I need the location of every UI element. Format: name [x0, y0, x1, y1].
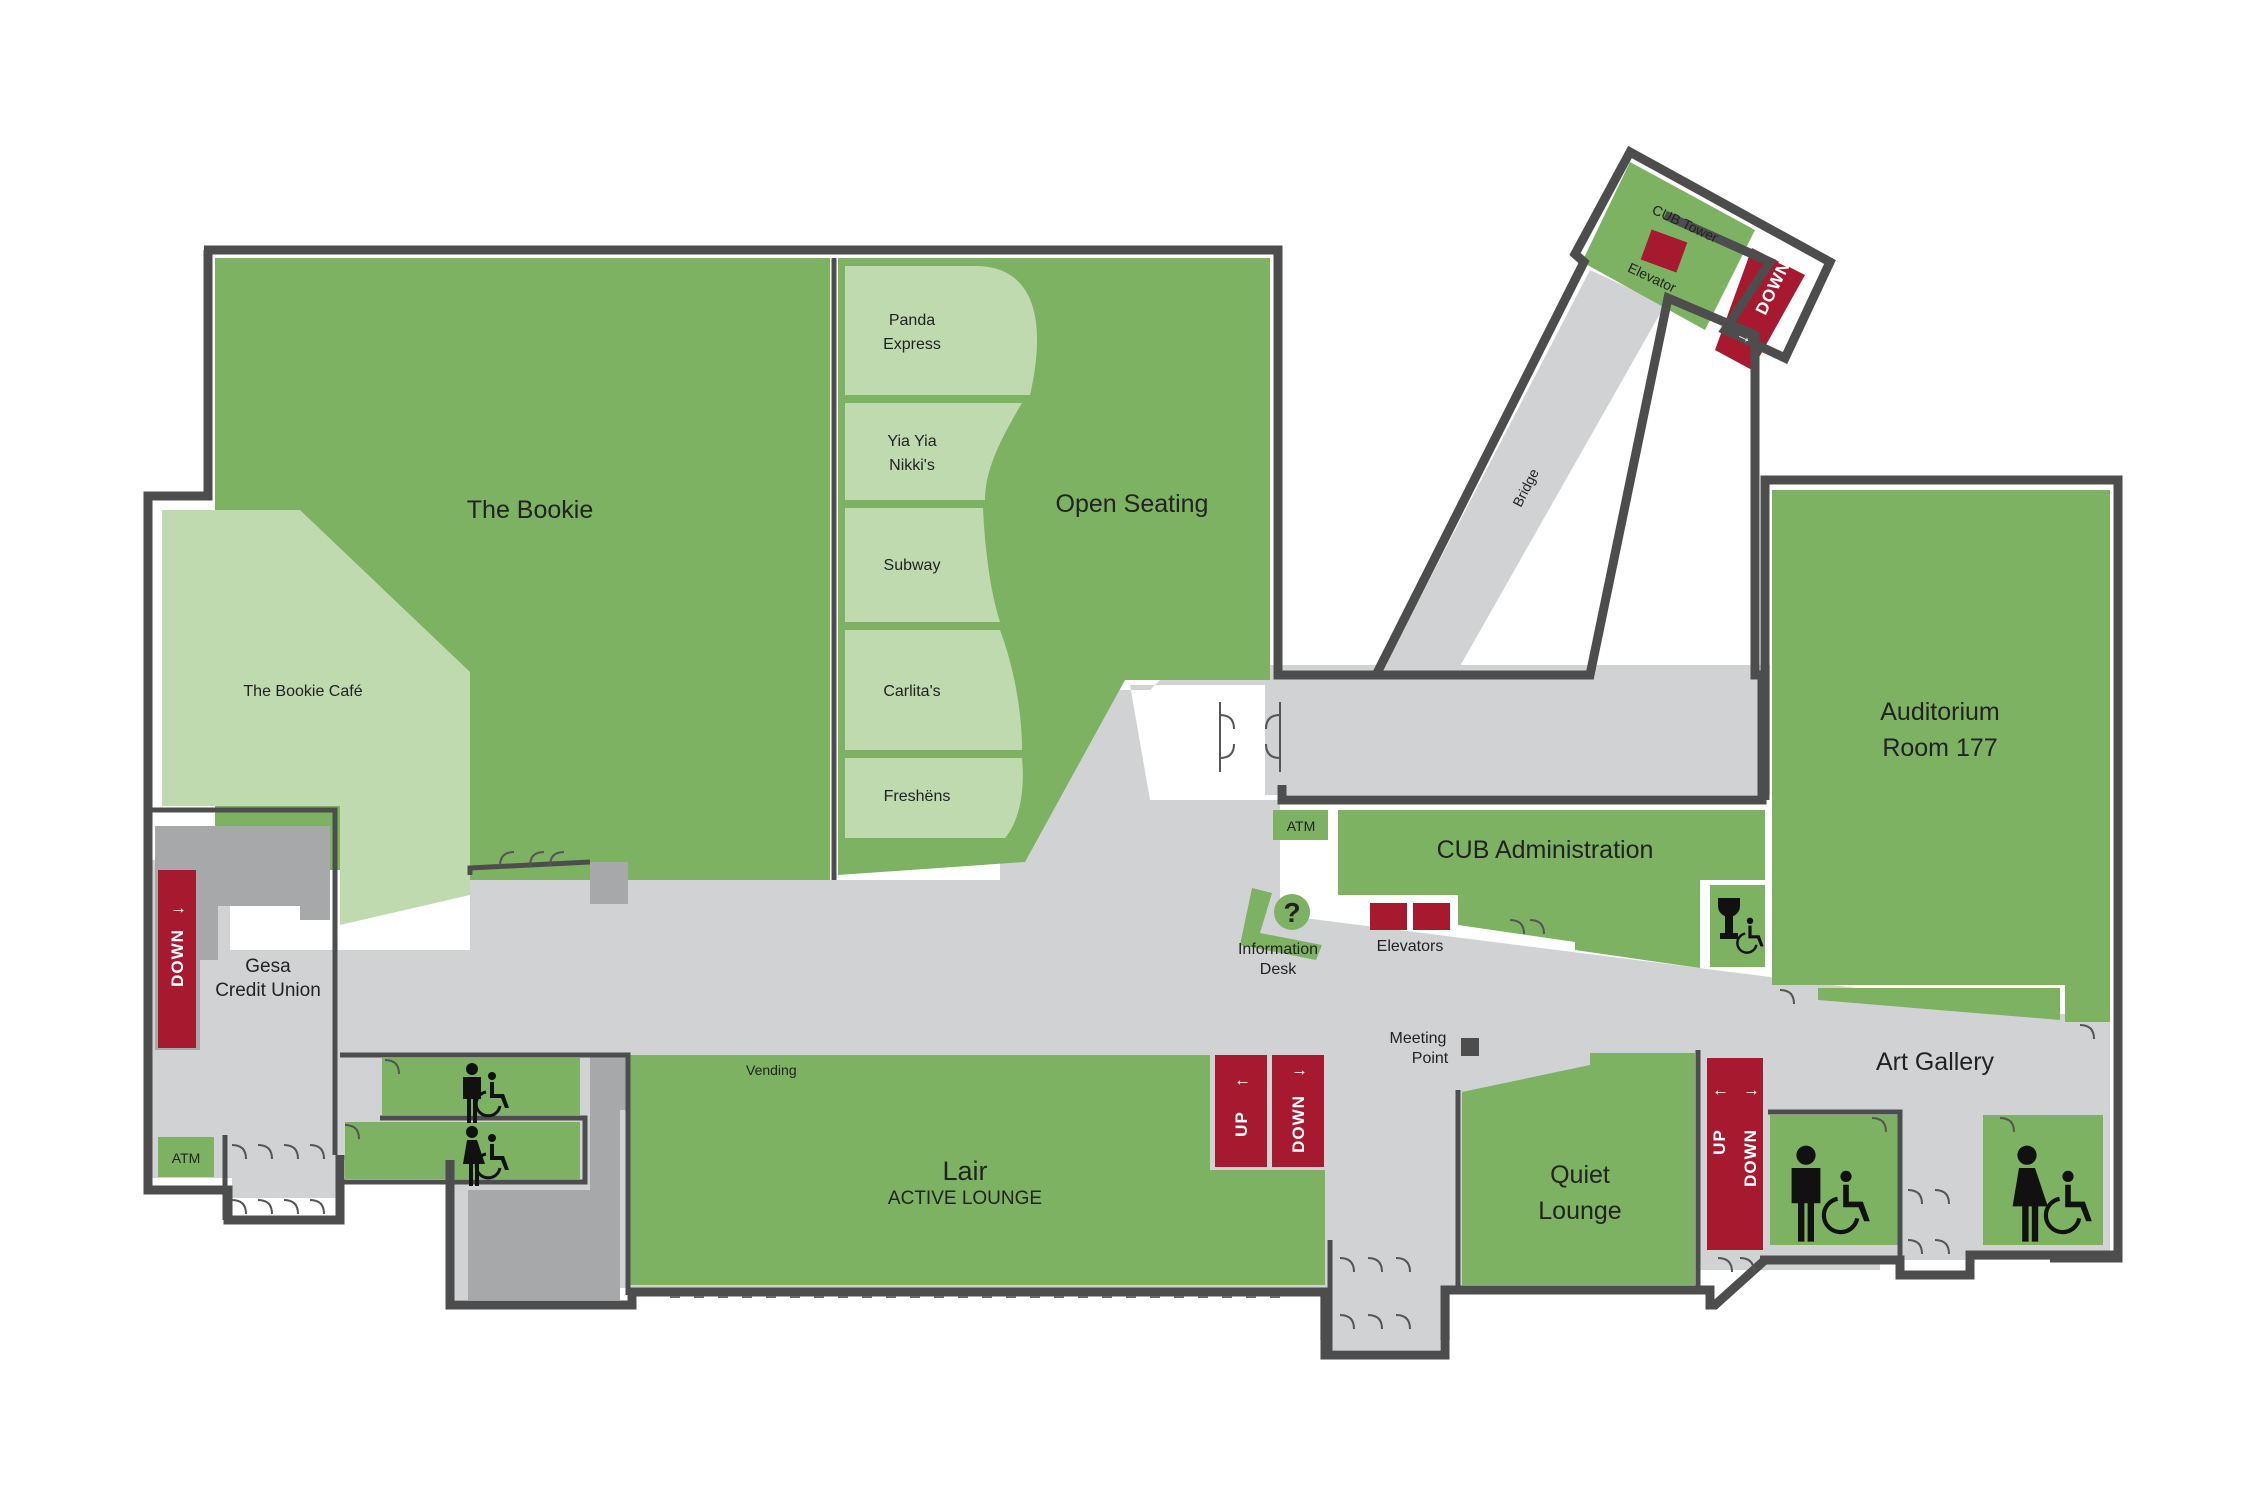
stairs-down-left-label: DOWN: [168, 929, 187, 987]
doors-vestibule-right: [1907, 1189, 1950, 1255]
label-panda-2: Express: [883, 336, 941, 353]
drinking-fountain-icon: [1718, 898, 1740, 939]
bridge-wall-west: [1371, 145, 1836, 678]
doors-vestibule-bottom: [1339, 1257, 1411, 1330]
label-quiet-1: Quiet: [1550, 1161, 1610, 1189]
label-freshens: Freshëns: [884, 788, 951, 805]
room-lair-active-lounge[interactable]: [628, 1055, 1325, 1285]
stairs-down-left-arrow: ↓: [168, 905, 187, 915]
label-gesa-1: Gesa: [245, 956, 291, 977]
elevator-2[interactable]: [1413, 903, 1450, 930]
service-area-bottom-left: [468, 1055, 712, 1300]
room-bookie-cafe[interactable]: [162, 510, 470, 925]
meeting-point-marker[interactable]: [1461, 1038, 1479, 1056]
door-restroom-right: [1871, 1117, 2015, 1133]
stairs-up-lair-arrow: ↑: [1232, 1077, 1251, 1087]
info-desk-counter: [1240, 888, 1322, 960]
room-panda-express[interactable]: [845, 266, 1038, 395]
rooms: [155, 162, 2110, 1300]
bridge-corridor: [1380, 270, 1665, 675]
stairs-down-left[interactable]: [158, 870, 196, 1048]
label-panda-1: Panda: [889, 312, 935, 329]
drinking-fountain-room[interactable]: [1710, 885, 1765, 967]
room-subway[interactable]: [845, 508, 1000, 622]
label-meeting-1: Meeting: [1390, 1030, 1447, 1047]
door-open-seating-east: [1219, 702, 1281, 772]
womens-restroom-right[interactable]: [1983, 1115, 2103, 1245]
label-carlitas: Carlita's: [883, 683, 940, 700]
room-yiayia-nikkis[interactable]: [845, 403, 1022, 500]
mens-restroom-right[interactable]: [1770, 1115, 1898, 1245]
service-box-bookie: [590, 862, 628, 904]
label-lair: Lair: [942, 1156, 987, 1186]
doors: [231, 702, 2095, 1330]
label-auditorium-1: Auditorium: [1880, 698, 2000, 726]
wall-bookie-gesa: [150, 807, 338, 1155]
bottom-entrance-vestibule: [1330, 1240, 1440, 1350]
elevator-1[interactable]: [1370, 903, 1407, 930]
label-open-seating: Open Seating: [1056, 490, 1209, 518]
label-lair-sub: ACTIVE LOUNGE: [888, 1188, 1042, 1209]
stairs-right-up-arrow: ↑: [1710, 1087, 1729, 1097]
label-bookie-cafe: The Bookie Café: [243, 683, 362, 700]
doors-vestibule-left: [231, 1144, 325, 1215]
label-auditorium-2: Room 177: [1882, 734, 1997, 762]
stairs-up-down-right[interactable]: [1707, 1058, 1763, 1250]
room-auditorium-177[interactable]: [1772, 490, 2110, 1022]
gesa-service-area: [155, 826, 330, 1050]
stairs-down-lair-arrow: ↓: [1289, 1067, 1308, 1077]
womens-restroom-left[interactable]: [345, 1122, 580, 1179]
stairs-right-down-arrow: ↓: [1741, 1087, 1760, 1097]
stairs-elevators: [158, 229, 1805, 1250]
label-info-1: Information: [1238, 941, 1318, 958]
door-restroom-left: [344, 1059, 400, 1140]
stairs-up-lair[interactable]: [1215, 1055, 1267, 1167]
room-cub-administration[interactable]: [1338, 810, 1765, 968]
door-stairs-right: [1717, 1257, 1755, 1273]
atm-box-top[interactable]: [1273, 810, 1328, 840]
stairs-up-lair-label: UP: [1232, 1111, 1251, 1137]
wall-lair-top: [340, 1052, 631, 1295]
restroom-icons: [463, 898, 2092, 1242]
label-elevators: Elevators: [1377, 938, 1444, 955]
walls: [143, 145, 2123, 1360]
room-labels: The Bookie The Bookie Café Panda Express…: [215, 201, 2000, 1225]
label-subway: Subway: [884, 557, 941, 574]
doors-admin: [1509, 919, 1545, 935]
label-vending: Vending: [746, 1062, 797, 1078]
stairs-right-down-label: DOWN: [1741, 1129, 1760, 1187]
door-auditorium: [1779, 989, 2095, 1040]
art-gallery-strip: [1818, 988, 2060, 1020]
room-freshens[interactable]: [845, 758, 1023, 838]
label-yiayia-2: Nikki's: [889, 457, 935, 474]
stairs-right-up-label: UP: [1710, 1129, 1729, 1155]
wall-restroom-div: [340, 1115, 588, 1185]
label-cub-admin: CUB Administration: [1437, 836, 1654, 864]
label-quiet-2: Lounge: [1538, 1197, 1621, 1225]
label-art-gallery: Art Gallery: [1876, 1048, 1995, 1076]
room-carlitas[interactable]: [845, 630, 1022, 750]
room-quiet-lounge[interactable]: [1462, 1053, 1695, 1285]
atm-box-bottom[interactable]: [158, 1137, 214, 1177]
label-atm-top: ATM: [1287, 818, 1316, 834]
amenity-labels: ATM ATM Information Desk Elevators Meeti…: [172, 818, 1449, 1166]
information-symbol: ?: [1283, 897, 1300, 928]
label-atm-bottom: ATM: [172, 1150, 201, 1166]
outer-wall-north: [204, 245, 1767, 805]
mens-restroom-left[interactable]: [382, 1058, 580, 1115]
stairs-down-lair[interactable]: [1272, 1055, 1324, 1167]
outer-wall-west: [143, 250, 345, 1225]
label-meeting-2: Point: [1412, 1050, 1449, 1067]
stairs-down-lair-label: DOWN: [1289, 1095, 1308, 1153]
information-icon[interactable]: [1274, 894, 1310, 930]
doors-bookie-south: [499, 851, 565, 867]
elevator-tower[interactable]: [1640, 229, 1688, 273]
label-gesa-2: Credit Union: [215, 980, 321, 1001]
label-info-2: Desk: [1260, 961, 1297, 978]
information-desk[interactable]: ?: [1240, 888, 1322, 960]
label-yiayia-1: Yia Yia: [887, 433, 936, 450]
outer-wall-south: [445, 1160, 2118, 1360]
label-bookie: The Bookie: [467, 496, 593, 524]
